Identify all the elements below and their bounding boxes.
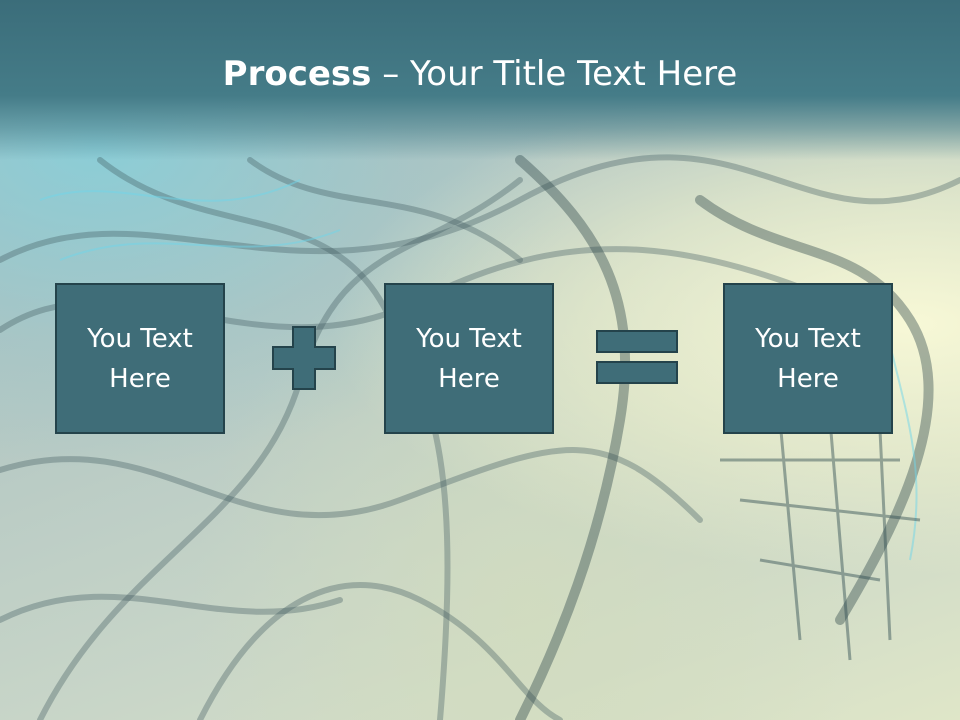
title-separator: – <box>371 54 411 94</box>
equals-icon <box>596 330 678 384</box>
title-bold: Process <box>222 54 372 94</box>
title-band <box>0 0 960 160</box>
slide-title[interactable]: Process – Your Title Text Here <box>0 52 960 96</box>
process-box-2[interactable]: You Text Here <box>384 283 554 434</box>
title-rest: Your Title Text Here <box>410 54 738 94</box>
plus-icon <box>272 326 336 390</box>
process-box-result-text: You Text Here <box>755 323 861 394</box>
process-box-2-text: You Text Here <box>416 323 522 394</box>
process-box-1-text: You Text Here <box>87 323 193 394</box>
process-box-1[interactable]: You Text Here <box>55 283 225 434</box>
process-box-result[interactable]: You Text Here <box>723 283 893 434</box>
